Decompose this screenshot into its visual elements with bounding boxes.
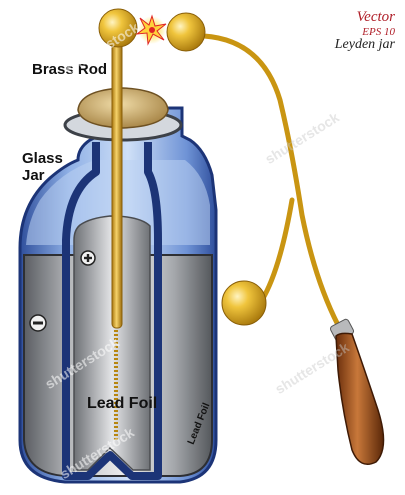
header-vector: Vector: [357, 10, 395, 25]
discharger-top-ball: [167, 13, 205, 51]
cork-stopper: [78, 88, 168, 128]
label-lead-foil: Lead Foil: [87, 395, 157, 412]
negative-charge-icon: [30, 315, 46, 331]
brass-rod: [112, 28, 122, 328]
discharger-side-ball: [222, 281, 266, 325]
rod-top-ball: [99, 9, 137, 47]
label-brass-rod: Brass Rod: [32, 61, 107, 78]
label-glass-jar: Glass Jar: [22, 150, 82, 184]
spark-core: [149, 27, 155, 33]
discharger-wire-branch: [262, 200, 292, 300]
discharger-handle: [336, 333, 384, 464]
header-title: Leyden jar: [335, 38, 395, 52]
positive-charge-icon: [81, 251, 95, 265]
